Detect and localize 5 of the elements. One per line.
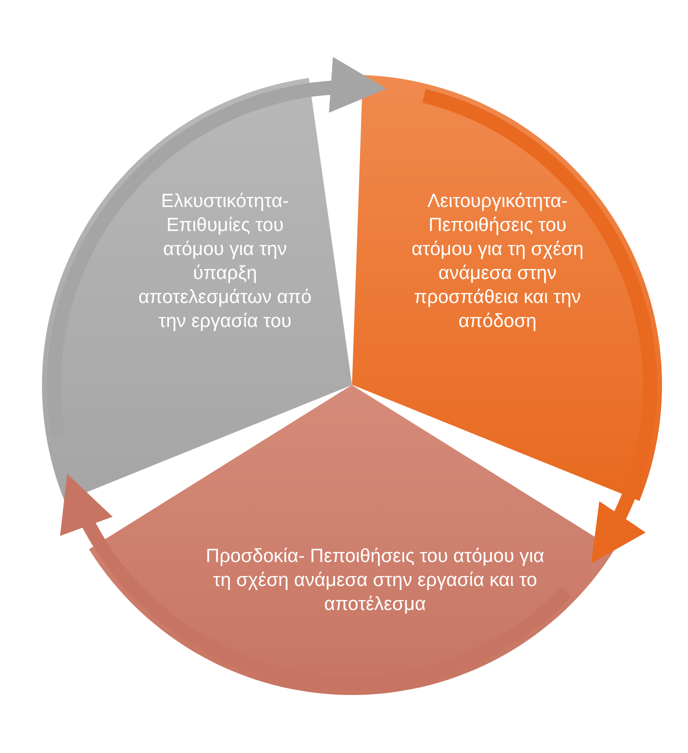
curved-arrow (422, 89, 657, 564)
segment-label: Λειτουργικότητα- Πεποιθήσεις του ατόμου για τη σχέση ανάμεσα στην προσπάθεια και την απόδοση (410, 190, 585, 334)
segment-label: Ελκυστικότητα- Επιθυμίες του ατόμου για την ύπαρξη αποτελεσμάτων από την εργασία του (137, 190, 313, 334)
segment-label: Προσδοκία- Πεποιθήσεις του ατόμου για τη σχέση ανάμεσα στην εργασία και το αποτέλεσμα (204, 545, 545, 617)
segment (89, 385, 615, 695)
